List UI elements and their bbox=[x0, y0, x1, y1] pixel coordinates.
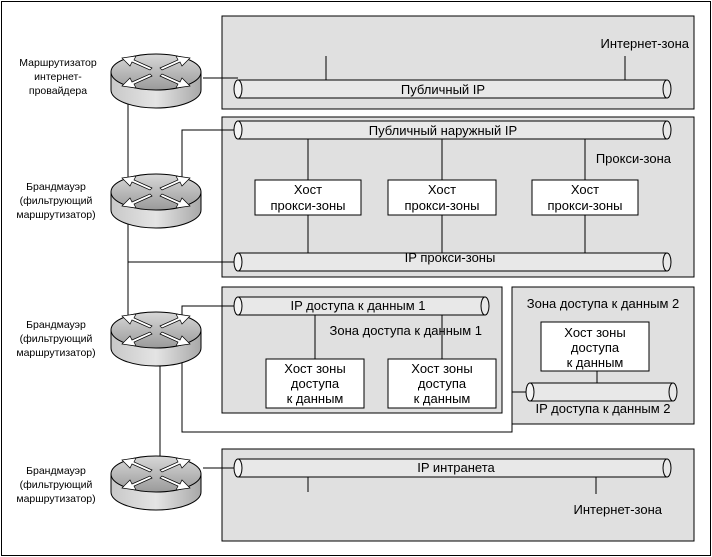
bus-intranet-ip bbox=[233, 458, 672, 478]
proxy-host-2 bbox=[387, 179, 497, 216]
data-host-2-line-3: к данным bbox=[414, 391, 471, 406]
firewall1-label-1: Брандмауэр bbox=[26, 181, 86, 193]
data-host-1-line-1: Хост зоны bbox=[284, 361, 345, 376]
firewall3-label-1: Брандмауэр bbox=[26, 465, 86, 477]
bus-public-ip bbox=[233, 79, 672, 99]
data-host-1 bbox=[265, 358, 365, 409]
firewall-router-3-icon bbox=[110, 455, 202, 511]
internet-zone-top-label: Интернет-зона bbox=[600, 36, 689, 51]
proxy-zone-label: Прокси-зона bbox=[596, 151, 672, 166]
proxy-host-1-line-1: Хост bbox=[294, 182, 322, 197]
proxy-host-1-line-2: прокси-зоны bbox=[271, 198, 346, 213]
proxy-host-3-line-2: прокси-зоны bbox=[548, 198, 623, 213]
bus-data-access-ip-2 bbox=[525, 382, 678, 402]
proxy-host-3-line-1: Хост bbox=[571, 182, 599, 197]
bus-data-access-ip-1 bbox=[233, 296, 490, 316]
firewall2-label-1: Брандмауэр bbox=[26, 319, 86, 331]
proxy-host-2-line-1: Хост bbox=[428, 182, 456, 197]
public-ip-label: Публичный IP bbox=[401, 82, 485, 97]
data-host-2-line-2: доступа bbox=[418, 376, 467, 391]
proxy-host-2-line-2: прокси-зоны bbox=[405, 198, 480, 213]
data-host-1-line-3: к данным bbox=[287, 391, 344, 406]
isp-router-label-2: интернет- bbox=[34, 71, 82, 83]
isp-router-icon bbox=[110, 53, 202, 109]
firewall3-label-3: маршрутизатор) bbox=[16, 493, 95, 505]
data-access-zone-1-label: Зона доступа к данным 1 bbox=[330, 323, 483, 338]
firewall3-label-2: (фильтрующий bbox=[20, 479, 93, 491]
firewall2-label-2: (фильтрующий bbox=[20, 333, 93, 345]
proxy-host-1 bbox=[254, 179, 362, 216]
connection-lines bbox=[127, 56, 626, 494]
data-host-3-line-1: Хост зоны bbox=[564, 325, 625, 340]
proxy-ip-label: IP прокси-зоны bbox=[405, 250, 496, 265]
data-host-3-line-3: к данным bbox=[567, 355, 624, 370]
internet-zone-bottom-label: Интернет-зона bbox=[573, 502, 662, 517]
isp-router-label-3: провайдера bbox=[29, 85, 87, 97]
data-access-ip-2-label: IP доступа к данным 2 bbox=[535, 401, 670, 416]
firewall-router-1-icon bbox=[110, 173, 202, 229]
intranet-ip-label: IP интранета bbox=[417, 460, 495, 475]
firewall2-label-3: маршрутизатор) bbox=[16, 347, 95, 359]
data-host-2-line-1: Хост зоны bbox=[411, 361, 472, 376]
data-host-1-line-2: доступа bbox=[291, 376, 340, 391]
data-host-2 bbox=[387, 358, 497, 409]
firewall1-label-2: (фильтрующий bbox=[20, 195, 93, 207]
public-external-ip-label: Публичный наружный IP bbox=[369, 123, 517, 138]
firewall1-label-3: маршрутизатор) bbox=[16, 209, 95, 221]
firewall-router-2-icon bbox=[110, 311, 202, 367]
proxy-host-3 bbox=[531, 179, 639, 216]
isp-router-label-1: Маршрутизатор bbox=[19, 57, 97, 69]
bus-proxy-ip bbox=[233, 252, 672, 272]
data-host-3 bbox=[540, 321, 650, 372]
data-access-zone-2-label: Зона доступа к данным 2 bbox=[527, 296, 680, 311]
data-host-3-line-2: доступа bbox=[571, 340, 620, 355]
data-access-ip-1-label: IP доступа к данным 1 bbox=[290, 298, 425, 313]
bus-public-external-ip bbox=[233, 120, 672, 140]
